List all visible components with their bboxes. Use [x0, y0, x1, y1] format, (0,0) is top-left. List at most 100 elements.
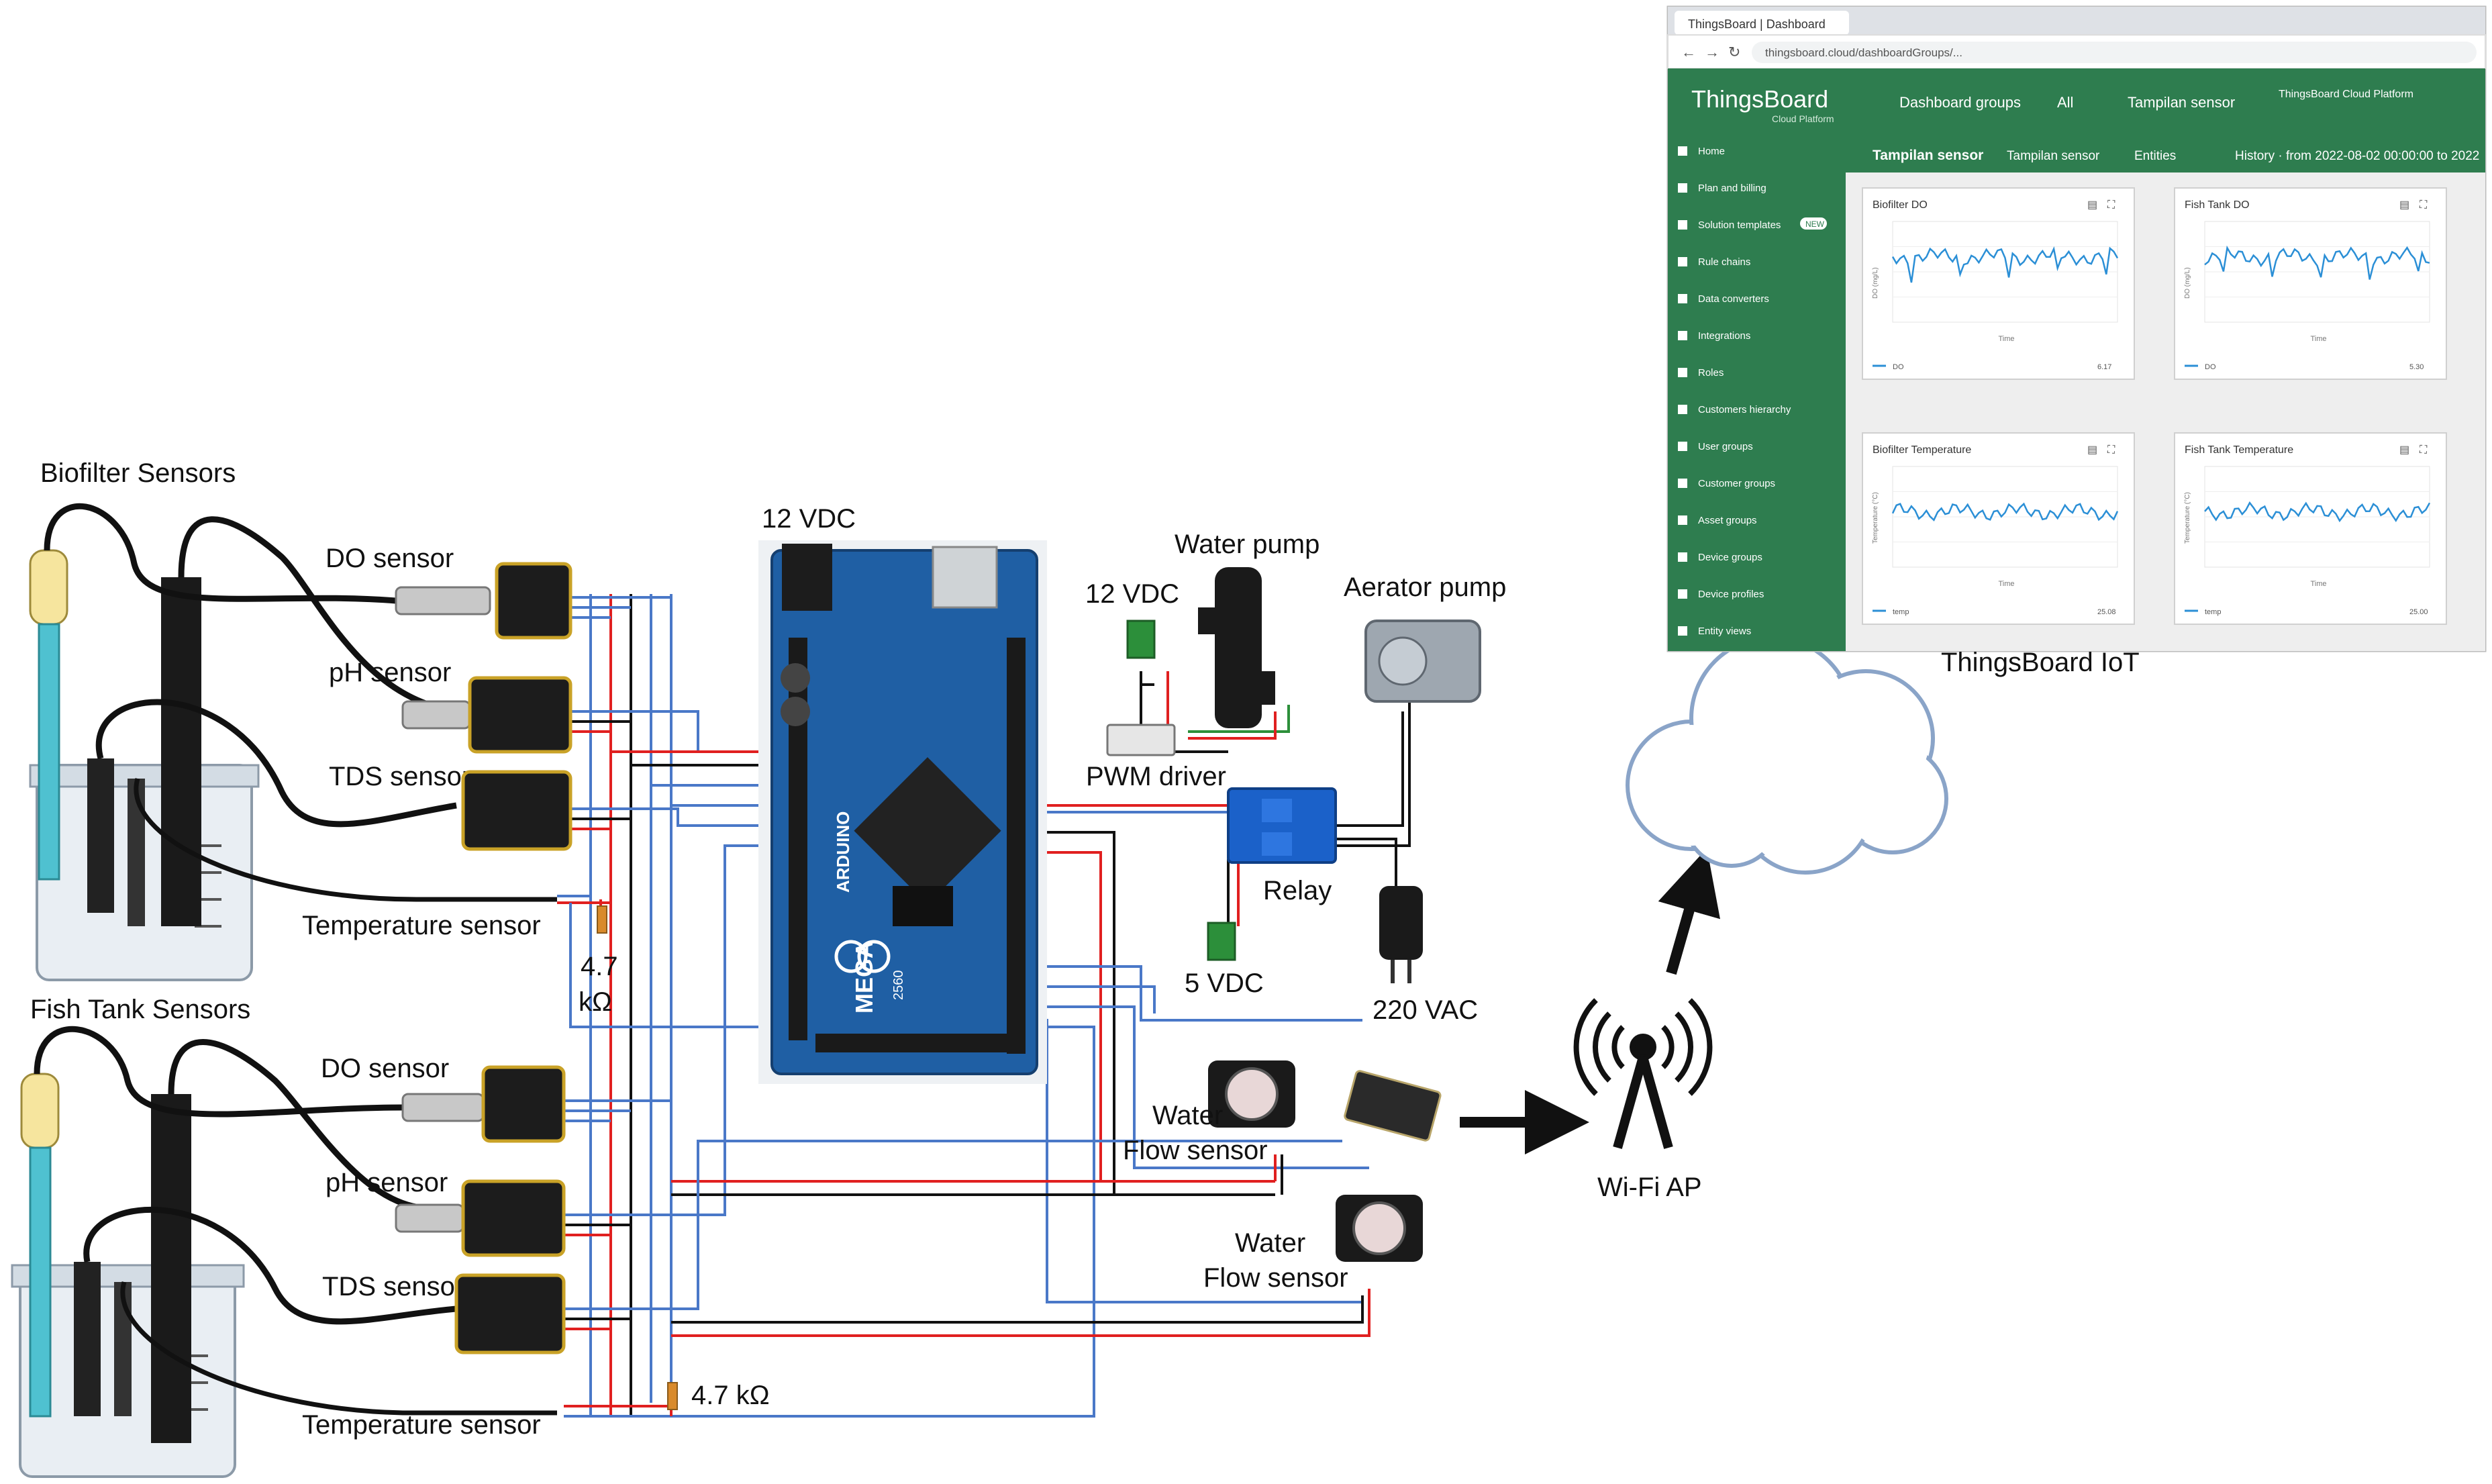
tb-widget-export-icon[interactable]: ▤: [2087, 199, 2097, 211]
tb-widget-xlabel: Time: [1999, 580, 2015, 588]
tb-widget-fullscreen-icon[interactable]: ⛶: [2420, 444, 2428, 456]
tb-sidebar-item-label: User groups: [1698, 441, 1753, 452]
fish-tank-sensors-label: Fish Tank Sensors: [30, 995, 250, 1024]
resistor-bottom-value: 4.7 kΩ: [691, 1381, 770, 1410]
tb-chart-widget[interactable]: Biofilter Temperature▤⛶Temperature (°C)T…: [1862, 432, 2135, 625]
wiring: [557, 594, 1411, 1418]
browser-forward-icon[interactable]: →: [1705, 44, 1720, 60]
fish-tank-pullup-resistor: [667, 1382, 678, 1410]
tb-widget-export-icon[interactable]: ▤: [2399, 199, 2409, 211]
tb-widget-title: Fish Tank Temperature: [2185, 444, 2293, 456]
tb-sidebar-item-label: Plan and billing: [1698, 183, 1766, 194]
fish-tank-ph-sensor-label: pH sensor: [326, 1168, 448, 1197]
tb-sidebar-item[interactable]: Device profiles: [1678, 589, 1764, 600]
tb-widget-fullscreen-icon[interactable]: ⛶: [2107, 444, 2115, 456]
tb-sidebar-item-label: Data converters: [1698, 293, 1769, 305]
water-pump-label: Water pump: [1175, 530, 1319, 559]
tb-chart-widget[interactable]: Fish Tank Temperature▤⛶Temperature (°C)T…: [2174, 432, 2447, 625]
sidebar-item-icon: [1678, 626, 1687, 636]
tb-sidebar-item[interactable]: Rule chains: [1678, 256, 1750, 268]
tb-widget-title: Biofilter Temperature: [1873, 444, 1971, 456]
tb-sidebar-item[interactable]: Plan and billing: [1678, 183, 1766, 194]
tb-toolbar-state[interactable]: Tampilan sensor: [2007, 149, 2100, 163]
fish-tank-temperature-sensor-label: Temperature sensor: [302, 1410, 541, 1440]
tb-sidebar-item[interactable]: Data converters: [1678, 293, 1769, 305]
flow-sensor-1-label-b: Flow sensor: [1123, 1136, 1268, 1165]
tb-widget-export-icon[interactable]: ▤: [2399, 444, 2409, 456]
mains-plug: [1379, 886, 1423, 960]
biofilter-tds-module: [461, 770, 572, 851]
tb-breadcrumb-3[interactable]: Tampilan sensor: [2128, 94, 2235, 111]
tb-sidebar-item-label: Roles: [1698, 367, 1724, 379]
sidebar-item-icon: [1678, 331, 1687, 340]
mega-right-header: [1007, 638, 1026, 1054]
tb-sidebar-item[interactable]: User groups: [1678, 441, 1753, 452]
mega-model-text: MEGA: [850, 941, 878, 1013]
tb-sidebar-item-label: Home: [1698, 146, 1725, 157]
tb-sidebar-item[interactable]: Customers hierarchy: [1678, 404, 1791, 415]
mega-suffix-text: 2560: [891, 971, 906, 1001]
relay-module: [1227, 787, 1337, 864]
sidebar-item-icon: [1678, 146, 1687, 156]
tb-widget-export-icon[interactable]: ▤: [2087, 444, 2097, 456]
tb-toolbar-title: Tampilan sensor: [1873, 148, 1983, 163]
mega-bottom-header: [815, 1034, 1010, 1052]
biofilter-tds-probe: [87, 758, 114, 913]
tb-sidebar-item[interactable]: Device groups: [1678, 552, 1762, 563]
browser-reload-icon[interactable]: ↻: [1728, 44, 1740, 60]
tb-toolbar-history[interactable]: History · from 2022-08-02 00:00:00 to 20…: [2235, 149, 2479, 163]
ap-to-cloud-arrow: [1658, 848, 1720, 975]
mega-mcu-chip: [854, 757, 1001, 905]
tb-brand: ThingsBoard: [1691, 85, 1828, 113]
resistor-top-unit: kΩ: [579, 987, 612, 1017]
tb-sidebar-item[interactable]: Solution templates NEW: [1678, 217, 1827, 231]
biofilter-do-sensor-label: DO sensor: [326, 544, 454, 573]
fish-tank-ph-probe: [151, 1094, 191, 1443]
sidebar-item-icon: [1678, 442, 1687, 451]
tb-sidebar-item[interactable]: Roles: [1678, 367, 1724, 379]
tb-sidebar-item[interactable]: Entity views: [1678, 626, 1751, 637]
tb-sidebar-item[interactable]: Home: [1678, 146, 1725, 157]
tb-widget-value: 6.17: [2097, 363, 2111, 371]
biofilter-temp-probe: [128, 779, 145, 926]
tb-widget-legend: temp: [1893, 608, 1909, 616]
tb-sidebar-item-label: Rule chains: [1698, 256, 1750, 268]
biofilter-ph-module: [468, 676, 572, 754]
tb-sidebar-item-label: Device profiles: [1698, 589, 1764, 600]
tb-widget-fullscreen-icon[interactable]: ⛶: [2420, 199, 2428, 211]
pwm-driver-label: PWM driver: [1086, 762, 1226, 791]
tb-widget-fullscreen-icon[interactable]: ⛶: [2107, 199, 2115, 211]
tb-sidebar-item-label: Solution templates: [1698, 219, 1781, 231]
browser-tab[interactable]: [1675, 11, 1849, 35]
mains-supply-label: 220 VAC: [1373, 995, 1478, 1025]
browser-back-icon[interactable]: ←: [1681, 44, 1696, 60]
biofilter-do-probe: [38, 623, 60, 881]
browser-address-bar[interactable]: [1752, 42, 2477, 63]
tb-sidebar: [1668, 136, 1846, 651]
wifi-ap-label: Wi-Fi AP: [1597, 1173, 1702, 1202]
biofilter-tds-sensor-label: TDS sensor: [329, 762, 470, 791]
biofilter-sensor-group: Biofilter Sensors DO sensor pH sensor TD…: [29, 458, 618, 1017]
tb-sidebar-item-label: Device groups: [1698, 552, 1762, 563]
tb-sidebar-item[interactable]: Customer groups: [1678, 478, 1775, 489]
tb-breadcrumb-2[interactable]: All: [2057, 94, 2073, 111]
tb-widget-title: Fish Tank DO: [2185, 199, 2250, 211]
esp-wifi-module: [1344, 1070, 1442, 1142]
arduino-mega: 12 VDC ARDUINO MEGA 2560: [758, 504, 1047, 1084]
sidebar-item-icon: [1678, 405, 1687, 414]
sidebar-item-icon: [1678, 552, 1687, 562]
mega-power-jack: [782, 544, 832, 611]
tb-sidebar-badge: NEW: [1805, 219, 1825, 229]
biofilter-temperature-sensor-label: Temperature sensor: [302, 911, 541, 940]
tb-sidebar-item[interactable]: Asset groups: [1678, 515, 1757, 526]
tb-widget-trace: [2204, 501, 2431, 523]
fish-tank-tds-module: [454, 1273, 566, 1354]
tb-sidebar-item[interactable]: Integrations: [1678, 330, 1750, 342]
tb-toolbar-entities[interactable]: Entities: [2134, 149, 2176, 163]
pump-supply-jack: [1126, 620, 1156, 659]
tb-breadcrumb-1[interactable]: Dashboard groups: [1899, 94, 2021, 111]
